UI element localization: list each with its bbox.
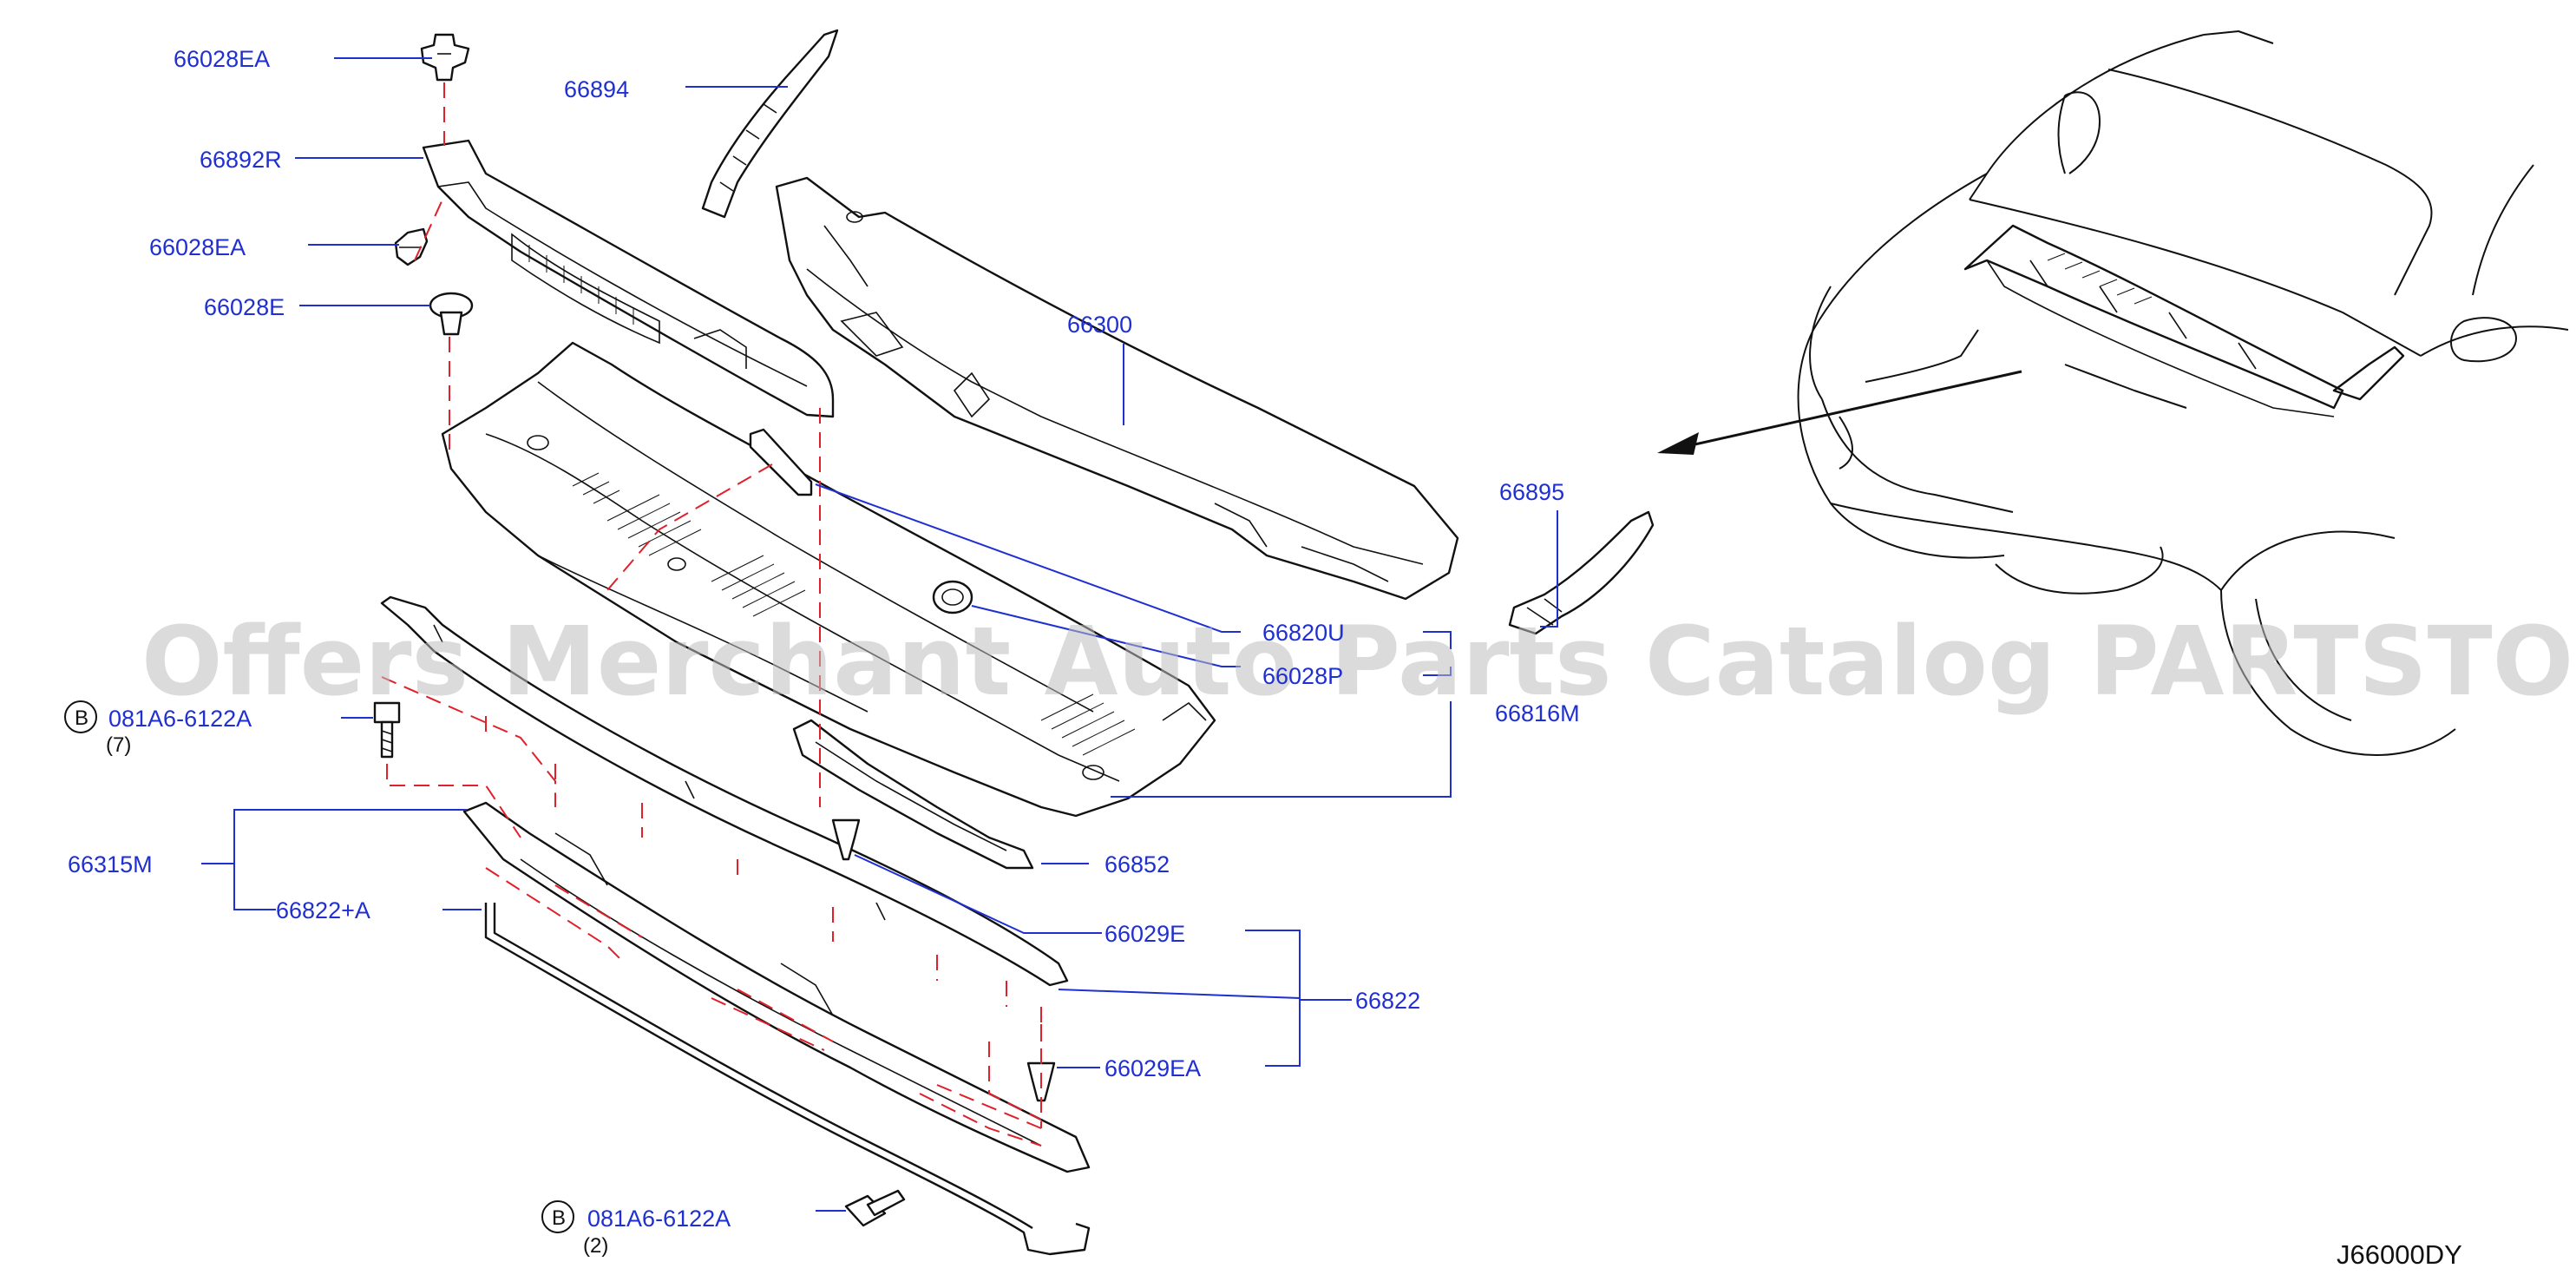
- qty-top: (7): [106, 733, 131, 757]
- label-66895[interactable]: 66895: [1499, 479, 1564, 505]
- bolt-badge-top: B: [64, 700, 97, 733]
- label-66822a[interactable]: 66822+A: [276, 897, 370, 923]
- label-66028ea-top[interactable]: 66028EA: [174, 46, 270, 72]
- fastener-66028ea-mid: [394, 227, 429, 266]
- label-66852[interactable]: 66852: [1104, 851, 1170, 877]
- alignment-dashes: [381, 82, 1042, 1147]
- bolt-badge-bottom: B: [541, 1200, 574, 1233]
- label-66822[interactable]: 66822: [1355, 988, 1420, 1014]
- part-labels: 66028EA 66894 66892R 66028EA 66028E 6630…: [64, 46, 1580, 1258]
- part-66895-bracket: [1508, 510, 1655, 635]
- watermark-text: Offers Merchant Auto Parts Catalog PARTS…: [141, 606, 2576, 717]
- qty-bottom: (2): [583, 1234, 608, 1258]
- fastener-081a6-bot: [844, 1189, 906, 1227]
- fastener-66028ea-top: [420, 33, 470, 82]
- label-66029ea[interactable]: 66029EA: [1104, 1055, 1201, 1081]
- label-66028ea-mid[interactable]: 66028EA: [149, 234, 246, 260]
- part-66822-strip: [380, 595, 1069, 987]
- part-66315m-lower: [462, 801, 1091, 1173]
- part-66892r-seal: [422, 139, 835, 418]
- part-66852-bracket: [792, 719, 1034, 870]
- leader-lines: [201, 57, 1558, 1212]
- label-66315m[interactable]: 66315M: [68, 851, 153, 877]
- bolt-badge-letter-top: B: [75, 706, 88, 730]
- label-66028[interactable]: 66028P: [1262, 663, 1343, 689]
- label-66816m[interactable]: 66816M: [1495, 700, 1580, 726]
- label-081a6-bot[interactable]: 081A6-6122A: [587, 1206, 731, 1232]
- part-66300-panel: [775, 176, 1459, 601]
- diagram-code: J66000DY: [2337, 1239, 2462, 1270]
- vehicle-outline: [1657, 30, 2569, 756]
- part-66894-bracket: [701, 29, 839, 219]
- label-66028e[interactable]: 66028E: [204, 294, 285, 320]
- fastener-66029e: [831, 818, 861, 861]
- part-66820u-cowl: [441, 341, 1216, 818]
- bolt-badge-letter-bottom: B: [552, 1206, 566, 1230]
- label-66029e[interactable]: 66029E: [1104, 921, 1185, 947]
- label-66820u[interactable]: 66820U: [1262, 620, 1345, 646]
- part-66822a-rod: [484, 903, 1091, 1256]
- label-081a6-top[interactable]: 081A6-6122A: [108, 706, 252, 732]
- fastener-66028e: [429, 292, 474, 336]
- part-66816m-grommet: [932, 580, 973, 614]
- part-small-clip: [749, 428, 813, 496]
- label-66300[interactable]: 66300: [1067, 312, 1132, 338]
- label-66894[interactable]: 66894: [564, 76, 629, 102]
- fastener-081a6-top: [373, 701, 401, 759]
- label-66892r[interactable]: 66892R: [200, 147, 282, 173]
